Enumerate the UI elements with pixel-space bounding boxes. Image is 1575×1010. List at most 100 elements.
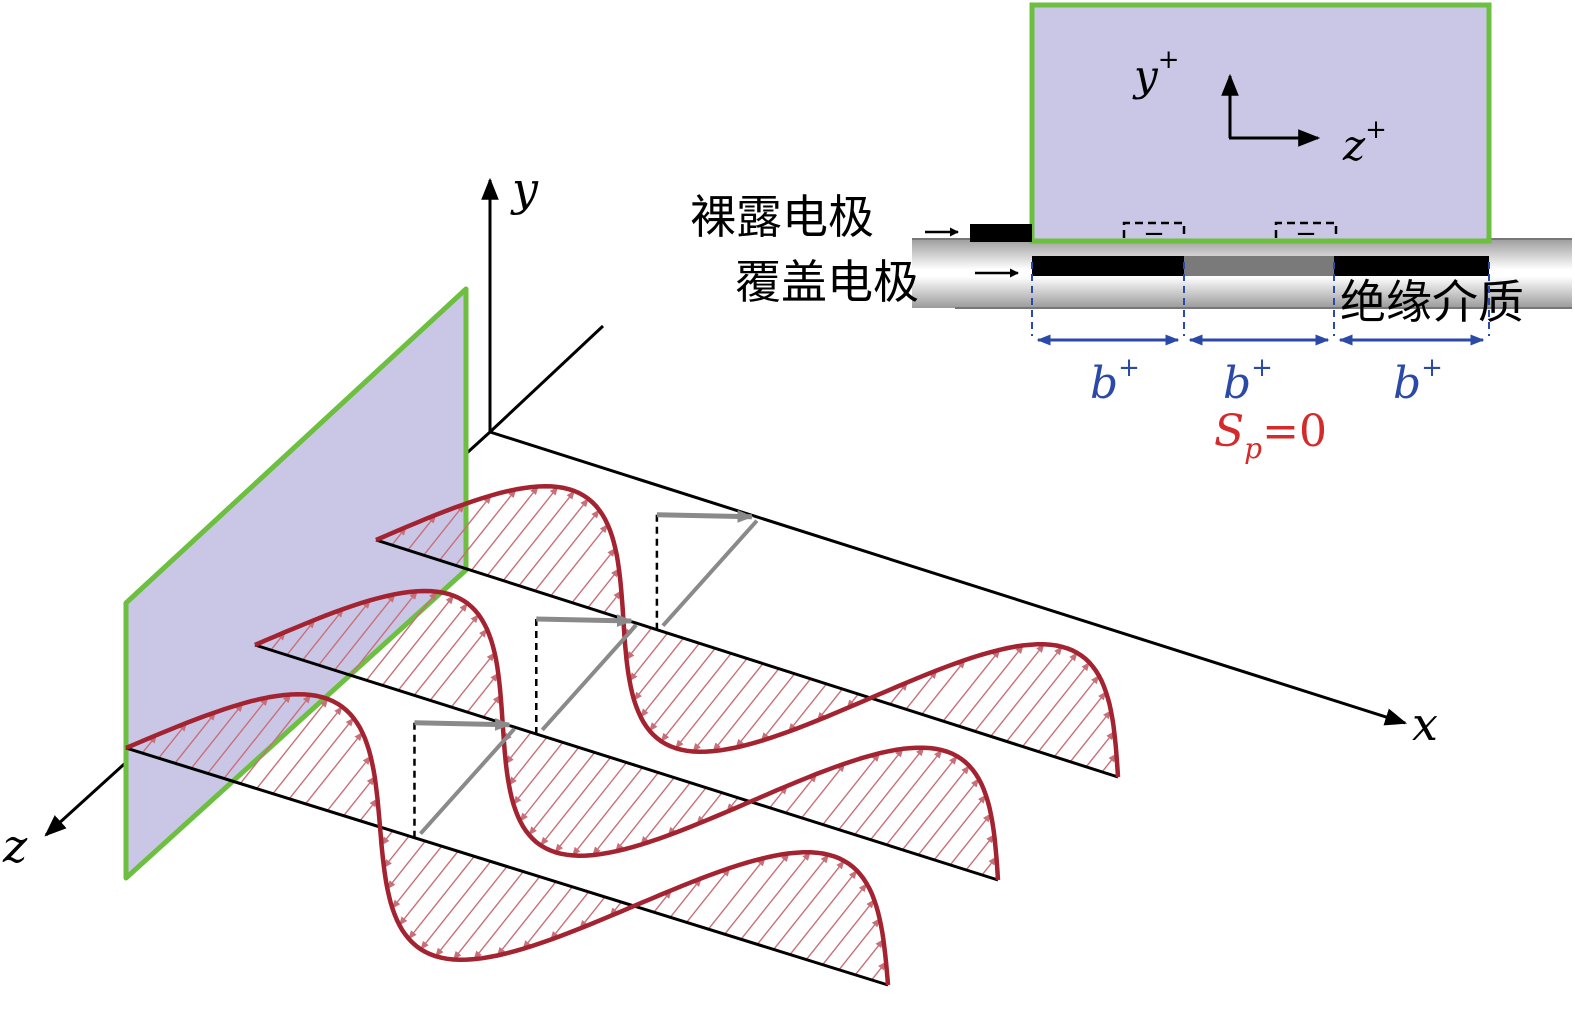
velocity-vector (1037, 674, 1100, 753)
velocity-vector (871, 961, 887, 981)
z-axis-label: z (2, 819, 28, 873)
wave-baseline (375, 538, 1119, 779)
velocity-vector (724, 852, 790, 935)
velocity-vector (512, 741, 564, 806)
velocity-vector (239, 694, 312, 784)
vortex-top-bar (536, 614, 633, 628)
velocity-vector (381, 594, 455, 686)
velocity-vector (669, 877, 702, 918)
dielectric-label: 绝缘介质 (1340, 275, 1524, 329)
velocity-vector (256, 698, 329, 790)
velocity-vector (502, 490, 575, 582)
velocity-vector (571, 547, 616, 604)
exposed-electrode-marker-1: − (1122, 219, 1186, 249)
velocity-vector (667, 787, 707, 837)
velocity-vector (349, 590, 418, 676)
velocity-vector (653, 889, 672, 913)
velocity-vector (454, 488, 517, 566)
wave-ribbon-middle (254, 588, 1001, 882)
y-axis-label: y (510, 162, 539, 216)
velocity-vector (508, 736, 548, 786)
sp-label: Sp=0 (1214, 406, 1327, 465)
dimension-label-1: b+ (1090, 353, 1140, 409)
velocity-vector (740, 851, 811, 940)
velocity-vector (760, 678, 812, 742)
vortex-top-bar (414, 718, 512, 731)
velocity-vector (334, 593, 396, 671)
velocity-vector (1006, 652, 1078, 742)
velocity-vector (707, 857, 766, 930)
velocity-vector (482, 694, 502, 718)
covered-electrode-1 (1032, 256, 1184, 276)
velocity-vector (816, 688, 843, 722)
velocity-vector (288, 717, 355, 800)
velocity-vector (854, 746, 925, 836)
velocity-vector (305, 731, 363, 805)
velocity-vector (452, 871, 524, 961)
dimension-label-3: b+ (1393, 353, 1443, 409)
velocity-vector (272, 706, 343, 795)
velocity-vector (712, 668, 780, 752)
velocity-vector (318, 599, 371, 666)
velocity-vector (534, 509, 600, 592)
velocity-vector (522, 886, 573, 950)
velocity-vector (365, 590, 438, 681)
velocity-vector (528, 751, 596, 836)
vortex-diagonal-arrow (540, 623, 638, 732)
velocity-vector (190, 702, 244, 769)
velocity-vector (223, 693, 292, 779)
velocity-vector (789, 869, 858, 955)
velocity-vector (470, 485, 539, 571)
velocity-vector (917, 778, 980, 856)
velocity-vector (949, 813, 992, 866)
inset-y-label: y+ (1132, 45, 1180, 100)
velocity-vector (822, 752, 881, 826)
inset-actuator: y+ z+ − − 裸露电极 覆盖电极 绝缘介质 (690, 2, 1572, 465)
velocity-vector (633, 637, 684, 701)
vortex-diagonal-arrow (418, 727, 516, 836)
velocity-vector (942, 649, 1001, 722)
velocity-vector (1022, 661, 1090, 747)
velocity-vector (788, 683, 828, 733)
velocity-vector (990, 646, 1063, 737)
velocity-vector (429, 628, 488, 701)
velocity-vector (326, 755, 372, 812)
velocity-vector (439, 494, 492, 561)
velocity-vector (838, 748, 904, 831)
dimension-extension-lines (1031, 262, 1490, 336)
velocity-vector (822, 899, 875, 966)
velocity-vector (756, 854, 830, 945)
velocity-vector (398, 850, 459, 926)
covered-electrode-label: 覆盖电极 (735, 255, 919, 309)
back-axis (488, 324, 605, 434)
exposed-electrode-label: 裸露电极 (690, 190, 874, 244)
exposed-electrode-marker-2: − (1274, 219, 1338, 249)
velocity-vector (302, 608, 344, 661)
velocity-vector (386, 840, 426, 890)
velocity-vector (974, 643, 1045, 732)
x-axis-label: x (1412, 697, 1438, 751)
velocity-vector (592, 772, 659, 856)
velocity-vector (1069, 709, 1112, 763)
velocity-vector (615, 777, 675, 853)
velocity-vector (496, 881, 557, 957)
velocity-vector (805, 882, 868, 961)
velocity-vector (838, 917, 881, 971)
velocity-vector (769, 785, 788, 809)
velocity-vector (958, 644, 1024, 727)
velocity-vector (801, 762, 846, 819)
velocity-vector (735, 673, 796, 749)
velocity-vector (625, 627, 653, 661)
velocity-vector (785, 773, 818, 814)
velocity-vector (408, 855, 475, 940)
covered-electrode-3 (1334, 256, 1489, 276)
velocity-vector (486, 486, 559, 576)
velocity-vector (1101, 753, 1117, 773)
velocity-vector (640, 642, 700, 718)
inset-plate (1029, 2, 1492, 244)
velocity-vector (965, 833, 995, 871)
velocity-vector (554, 762, 628, 853)
inset-z-label: z+ (1342, 115, 1387, 170)
velocity-vector (686, 867, 731, 923)
